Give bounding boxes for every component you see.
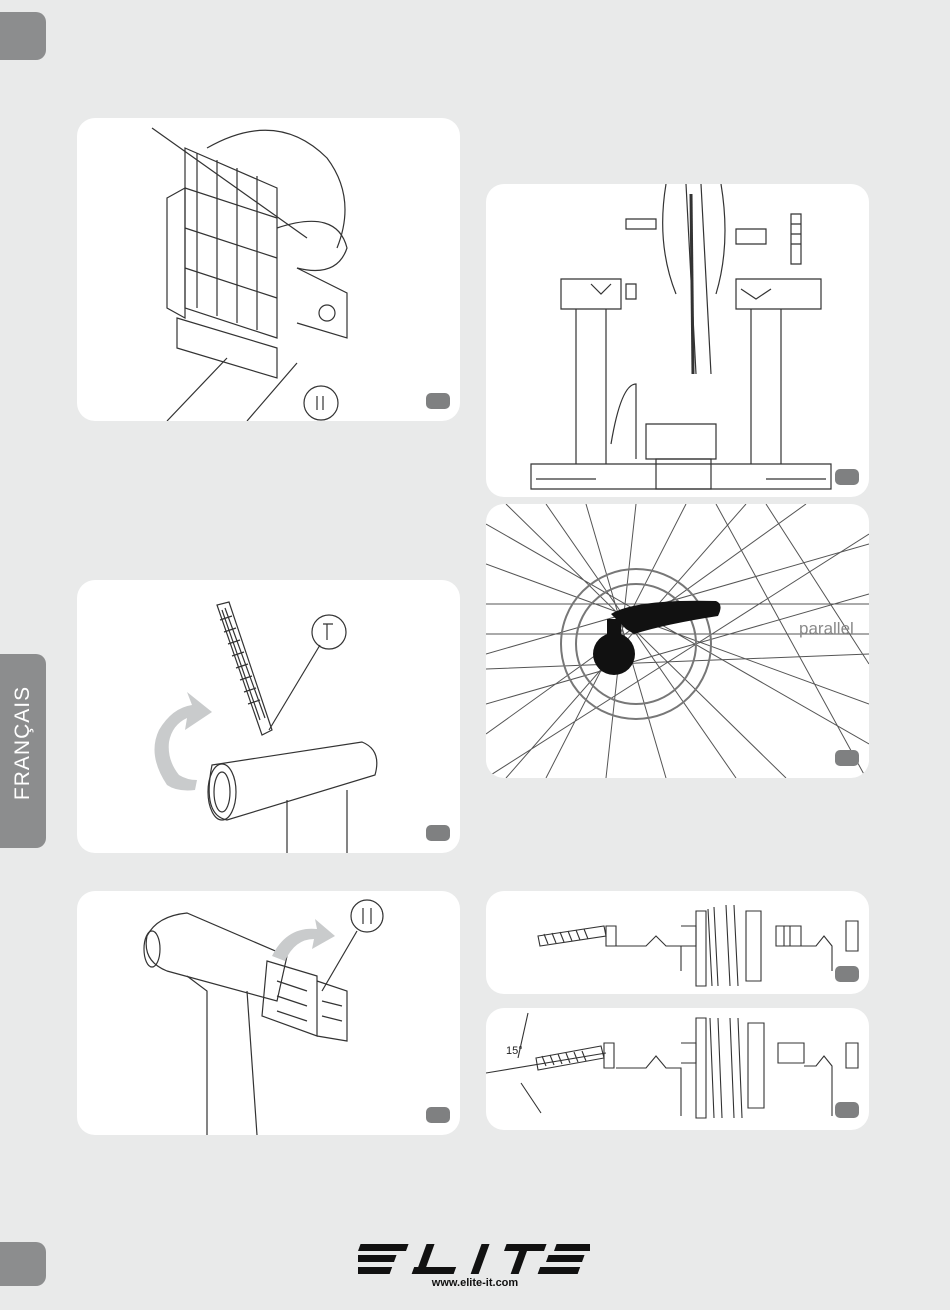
trainer-frame-drawing: [486, 184, 869, 497]
language-label: FRANÇAIS: [6, 648, 40, 838]
page-number-tab: [0, 1242, 46, 1286]
figure-number-badge: [835, 469, 859, 485]
skewer-insert-drawing: [77, 580, 460, 853]
figure-number-badge: [835, 1102, 859, 1118]
figure-wheel-parallel: parallel: [486, 504, 869, 778]
hub-tighten-drawing: [77, 891, 460, 1135]
figure-cassette-aligned: [486, 891, 869, 994]
skewer-angle-drawing: [486, 1008, 869, 1130]
figure-hub-tighten: [77, 891, 460, 1135]
cassette-aligned-drawing: [486, 891, 869, 994]
figure-number-badge: [835, 966, 859, 982]
figure-number-badge: [426, 1107, 450, 1123]
elite-logo: [358, 1240, 590, 1278]
figure-skewer-angle: 15°: [486, 1008, 869, 1130]
resistance-unit-drawing: [77, 118, 460, 421]
wheel-spokes-drawing: [486, 504, 869, 778]
website-link[interactable]: www.elite-it.com: [400, 1277, 550, 1289]
figure-number-badge: [426, 825, 450, 841]
figure-resistance-unit: [77, 118, 460, 421]
figure-number-badge: [426, 393, 450, 409]
figure-trainer-frame: [486, 184, 869, 497]
page-tab-top: [0, 12, 46, 60]
parallel-label: parallel: [799, 619, 854, 639]
figure-skewer-insert: [77, 580, 460, 853]
angle-label: 15°: [506, 1045, 523, 1057]
figure-number-badge: [835, 750, 859, 766]
